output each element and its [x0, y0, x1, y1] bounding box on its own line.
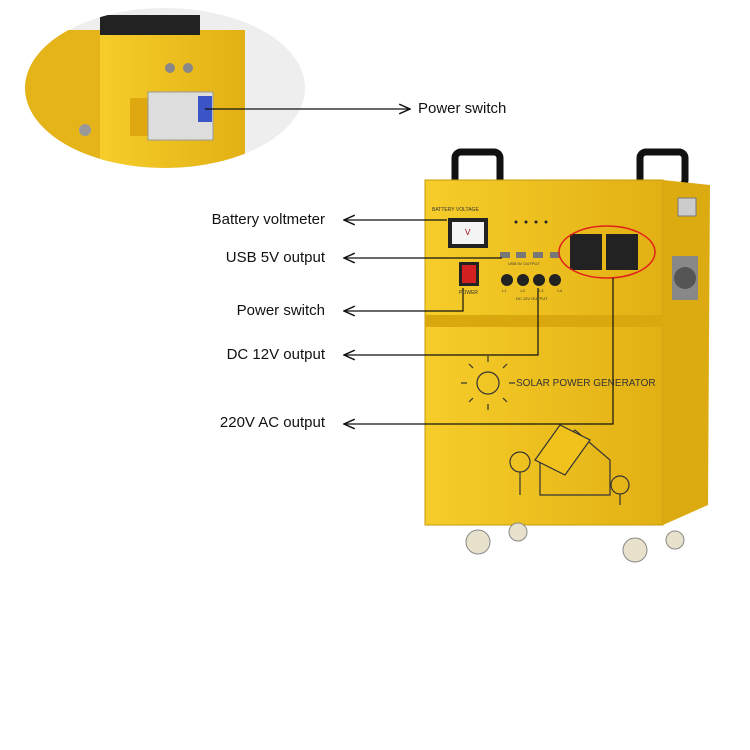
- label-ac-output: 220V AC output: [219, 414, 325, 431]
- solar-generator: [424, 148, 710, 563]
- leader-lines: [205, 109, 614, 424]
- dc-port-label: L4: [557, 288, 562, 293]
- label-battery-voltmeter: Battery voltmeter: [211, 211, 325, 228]
- switch-caption: POWER: [459, 290, 478, 296]
- dc-port-label: L2: [520, 288, 525, 293]
- dc-port-label: L1: [502, 288, 507, 293]
- dc-ports: [501, 274, 561, 286]
- house-illustration: [509, 424, 630, 505]
- label-usb-output: USB 5V output: [225, 249, 325, 266]
- voltmeter-caption: BATTERY VOLTAGE: [432, 207, 479, 213]
- label-inset-power-switch: Power switch: [418, 100, 507, 117]
- inset-closeup: [25, 8, 305, 168]
- ac-socket-2: [606, 234, 638, 270]
- label-dc-output: DC 12V output: [226, 346, 325, 363]
- dc-caption: DC 12V OUTPUT: [516, 296, 548, 301]
- label-power-switch: Power switch: [236, 302, 325, 319]
- usb-ports: [500, 252, 560, 258]
- dc-port-labels: L1 L2 L3 L4: [502, 288, 562, 293]
- brand-text: SOLAR POWER GENERATOR: [516, 378, 656, 389]
- usb-caption: USB 5V OUTPUT: [508, 261, 540, 266]
- voltmeter-unit: V: [465, 228, 471, 237]
- highlight-ring: [558, 225, 656, 279]
- sun-logo-icon: [461, 356, 515, 410]
- dc-port-label: L3: [539, 288, 544, 293]
- wheels: [465, 522, 685, 563]
- ac-socket-1: [570, 234, 602, 270]
